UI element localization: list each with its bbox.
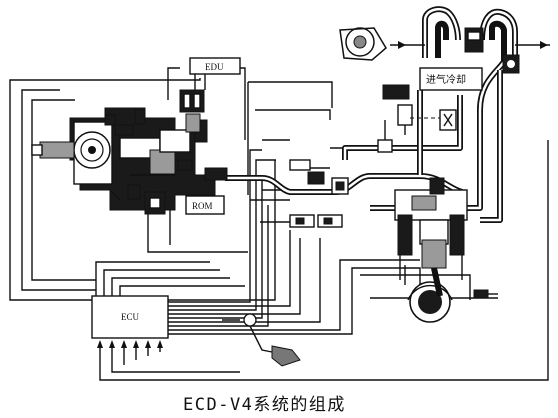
intercooler-label: 进气冷却 (426, 73, 466, 86)
injection-pump (31, 107, 228, 215)
solenoid-valves (289, 139, 393, 228)
accelerator-pedal (222, 313, 301, 367)
diagram-caption: ECD-V4系统的组成 (183, 395, 346, 415)
rom-unit: ROM (185, 195, 225, 215)
intake-manifold (464, 27, 520, 74)
intercooler: 进气冷却 (419, 67, 483, 91)
edu-label: EDU (205, 62, 224, 72)
edu-box (189, 57, 241, 75)
edu-unit: EDU (179, 57, 241, 133)
turbocharger (339, 27, 387, 61)
ecu-box (91, 295, 169, 339)
piping (225, 6, 550, 223)
ecu-unit: ECU (91, 295, 169, 348)
intercooler-box (419, 67, 483, 91)
ecu-label: ECU (121, 312, 140, 322)
engine (394, 177, 498, 323)
rom-box (185, 195, 225, 215)
rom-label: ROM (192, 201, 213, 211)
wiring-harness (9, 58, 549, 381)
egr-valve (382, 84, 457, 135)
